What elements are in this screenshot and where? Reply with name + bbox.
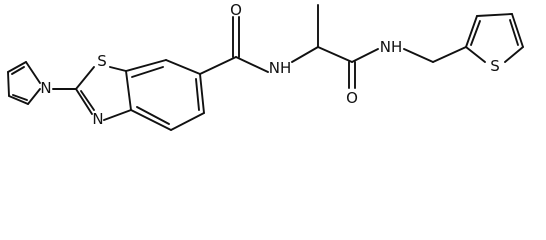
amide-group-2 — [348, 48, 434, 89]
thiazole-nitrogen-label: N — [92, 110, 103, 128]
thiophene-ring — [465, 13, 524, 63]
bond — [27, 88, 41, 105]
double-bond — [80, 90, 95, 111]
double-bond — [136, 106, 170, 125]
double-bond — [11, 66, 25, 75]
bond — [511, 13, 524, 48]
amide-oxygen-label-1: O — [230, 1, 242, 19]
atom-labels: N S N O NH O NH S — [40, 1, 499, 128]
bond — [165, 59, 201, 75]
bond — [109, 66, 127, 72]
pyrrole-ring — [7, 61, 41, 105]
bond — [317, 46, 353, 63]
bond — [25, 61, 41, 84]
bond — [75, 88, 93, 115]
bond — [7, 61, 27, 73]
double-bond — [131, 66, 164, 78]
molecule-drawing: N S N O NH O NH S — [7, 1, 524, 131]
double-bond — [470, 20, 481, 46]
bond — [8, 95, 29, 105]
thiazole-sulfur-label: S — [97, 52, 107, 70]
bond — [170, 112, 205, 131]
double-bond — [195, 78, 200, 111]
bond — [7, 71, 10, 97]
bond — [235, 56, 269, 73]
double-bond — [509, 19, 519, 46]
bond — [75, 66, 95, 90]
bond — [351, 48, 379, 63]
bond — [504, 46, 524, 63]
amide-oxygen-label-2: O — [346, 89, 358, 107]
bond — [130, 109, 172, 131]
bond — [103, 109, 132, 121]
bond — [403, 48, 434, 63]
pyrrole-nitrogen-label: N — [40, 79, 51, 97]
chemical-structure-diagram: N S N O NH O NH S — [7, 1, 524, 131]
thiophene-sulfur-label: S — [490, 57, 500, 75]
bond — [291, 46, 319, 63]
bond — [199, 73, 205, 114]
thiazole-ring — [75, 66, 132, 121]
double-bond — [12, 94, 28, 101]
bond — [125, 70, 132, 111]
bond — [476, 13, 513, 17]
amide-nh-label-2: NH — [380, 38, 403, 56]
bond — [465, 15, 478, 48]
benzene-ring — [125, 59, 205, 131]
bond — [432, 46, 467, 63]
bond — [465, 46, 486, 63]
alanine-core — [317, 4, 353, 63]
bond — [125, 59, 167, 72]
bond — [199, 56, 237, 75]
amide-nh-label-1: NH — [269, 59, 292, 77]
amide-group-1 — [199, 16, 319, 75]
